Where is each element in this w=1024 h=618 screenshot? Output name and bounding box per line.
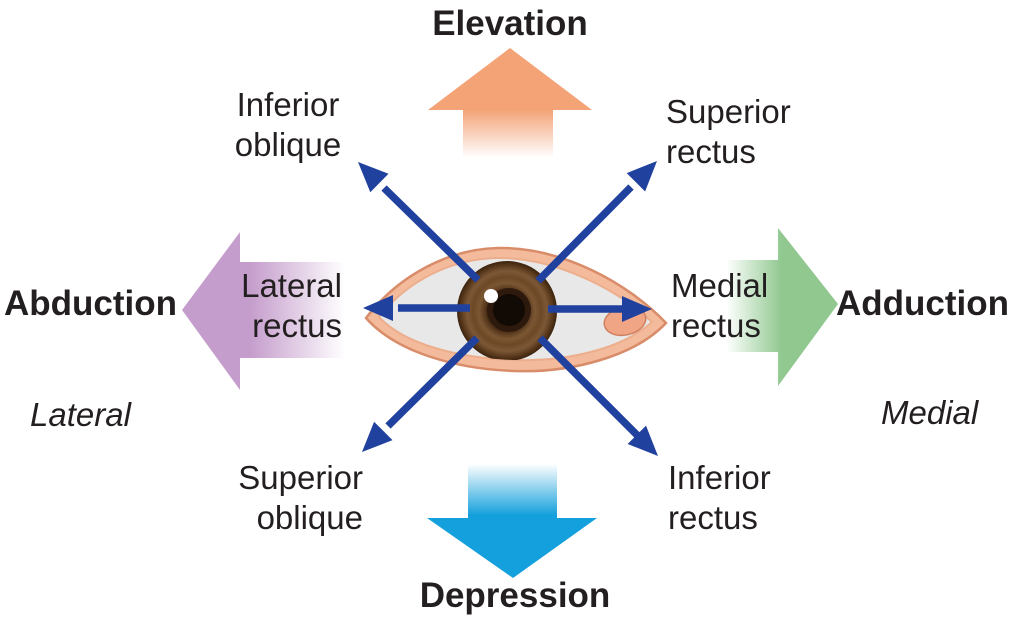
pupil-highlight bbox=[484, 289, 498, 303]
medial-side-label: Medial bbox=[881, 394, 979, 431]
inferior-oblique-arrow bbox=[358, 162, 481, 283]
elevation-label: Elevation bbox=[432, 4, 588, 43]
pupil bbox=[493, 294, 525, 326]
depression-arrow bbox=[427, 464, 597, 578]
lateral-side-label: Lateral bbox=[30, 396, 131, 433]
lateral-rectus-arrow bbox=[363, 295, 470, 321]
eye-illustration bbox=[364, 246, 668, 373]
superior-rectus-arrow bbox=[535, 161, 657, 284]
adduction-label: Adduction bbox=[836, 284, 1010, 323]
superior-rectus-label: Superior rectus bbox=[666, 93, 791, 170]
adduction-arrow bbox=[728, 228, 838, 386]
inferior-rectus-arrow bbox=[537, 335, 658, 456]
superior-oblique-label: Superior oblique bbox=[238, 459, 363, 536]
abduction-arrow bbox=[182, 232, 350, 390]
abduction-label: Abduction bbox=[4, 284, 178, 323]
lateral-rectus-label: Lateral rectus bbox=[241, 267, 342, 344]
elevation-arrow bbox=[428, 48, 592, 158]
inferior-oblique-label: Inferior oblique bbox=[234, 86, 342, 163]
medial-rectus-label: Medial rectus bbox=[671, 267, 769, 344]
medial-rectus-arrow bbox=[548, 296, 652, 322]
superior-oblique-arrow bbox=[362, 335, 480, 452]
depression-label: Depression bbox=[419, 576, 611, 615]
inferior-rectus-label: Inferior rectus bbox=[668, 459, 771, 536]
